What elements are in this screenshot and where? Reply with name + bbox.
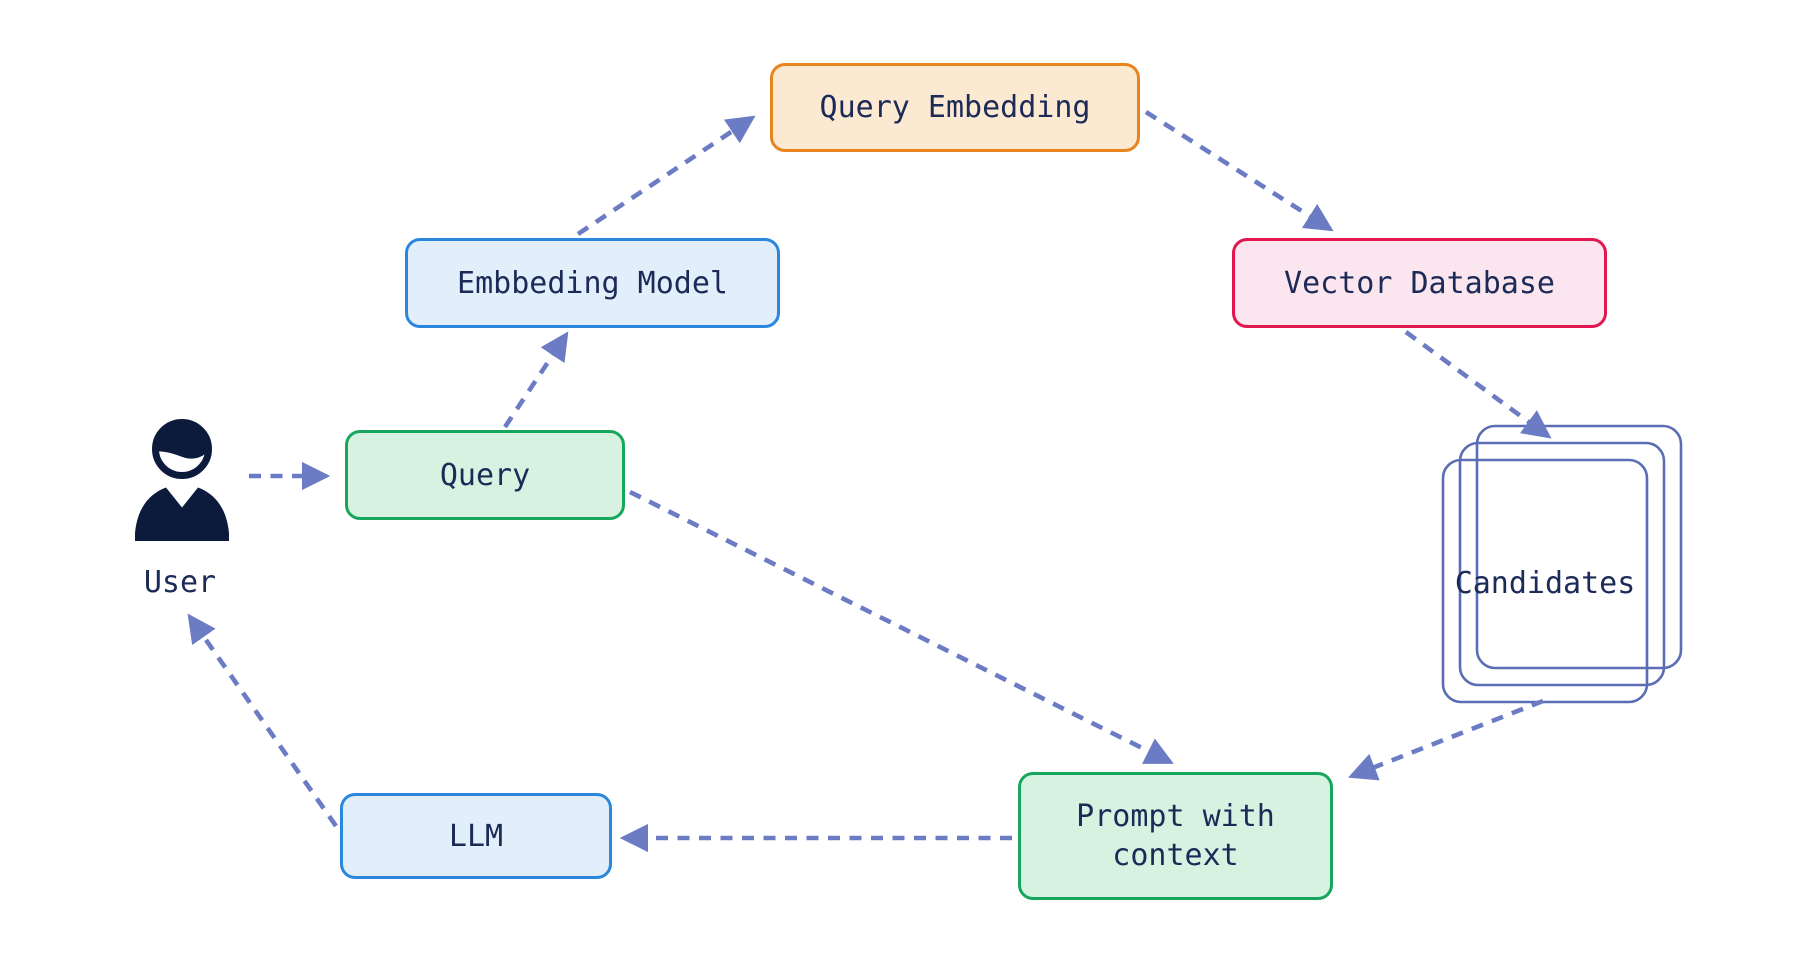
edge-vector-database-to-candidates (1404, 330, 1552, 439)
user-person-icon (135, 419, 229, 541)
node-query-embedding: Query Embedding (770, 63, 1140, 152)
edges (187, 110, 1552, 853)
node-prompt-with-context: Prompt with context (1018, 772, 1333, 900)
node-llm: LLM (340, 793, 612, 879)
candidates-label: Candidates (1454, 566, 1636, 601)
node-prompt-with-context-label: Prompt with context (1076, 799, 1275, 873)
node-query-embedding-label: Query Embedding (819, 90, 1091, 125)
node-llm-label: LLM (448, 818, 504, 854)
node-query: Query (345, 430, 625, 520)
edge-embbeding-model-to-query-embedding (576, 115, 756, 236)
edge-query-to-prompt (628, 489, 1174, 765)
edge-query-to-embbeding-model (503, 331, 569, 429)
edge-query-embedding-to-vector-database (1144, 110, 1334, 232)
node-vector-database: Vector Database (1232, 238, 1607, 328)
candidate-card-middle (1458, 441, 1666, 687)
candidates-document-stack (1441, 424, 1683, 704)
candidate-card-back (1441, 458, 1649, 704)
candidate-card-front (1475, 424, 1683, 670)
node-vector-database-label: Vector Database (1284, 265, 1555, 301)
edge-llm-to-user (187, 613, 338, 828)
node-embbeding-model: Embbeding Model (405, 238, 780, 328)
user-label: User (143, 565, 217, 600)
node-query-label: Query (439, 457, 531, 493)
node-embbeding-model-label: Embbeding Model (457, 265, 728, 301)
edge-candidates-to-prompt (1348, 698, 1544, 781)
